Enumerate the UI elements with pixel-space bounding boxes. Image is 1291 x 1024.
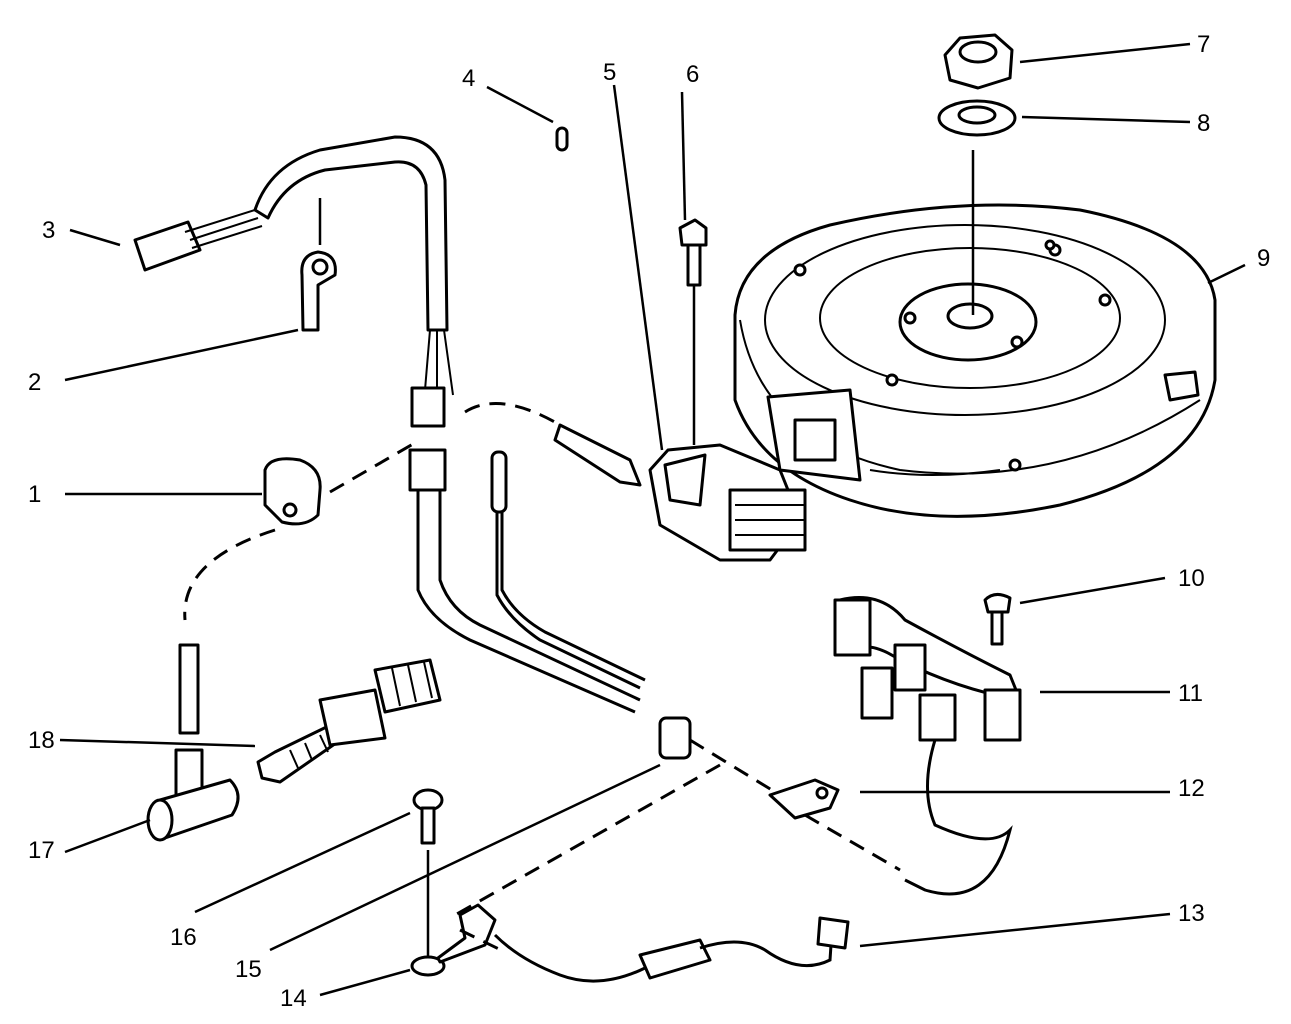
callout-14: 14 [280,985,307,1012]
leader-4 [486,85,554,124]
callout-8: 8 [1197,110,1210,137]
callout-11: 11 [1178,680,1203,707]
plug-connector-elbow [146,748,240,842]
flywheel [733,203,1217,518]
leader-16 [194,811,411,914]
leader-15 [269,763,661,952]
plug-wire-tube [178,643,200,735]
dash-line-ground [454,763,721,917]
callout-4: 4 [462,65,475,92]
callout-9: 9 [1257,245,1270,272]
leader-14 [319,968,411,997]
callout-6: 6 [686,61,699,88]
dash-line-kill [459,928,506,954]
leader-6 [680,91,687,221]
pin [555,126,569,152]
spark-plug [256,658,442,784]
leader-7 [1019,42,1191,64]
trigger-wires [408,448,646,714]
leader-18 [59,738,256,748]
callout-17: 17 [28,837,55,864]
ignition-coil [553,423,807,562]
trigger-stator [833,596,1022,896]
ground-terminal [410,903,497,977]
leader-17 [64,818,151,854]
callout-13: 13 [1178,900,1205,927]
leader-2 [64,328,299,382]
callout-10: 10 [1178,565,1205,592]
callout-5: 5 [603,59,616,86]
dash-line-coil [464,402,561,427]
callout-16: 16 [170,924,197,951]
wire-grommet [658,716,692,760]
coil-screw [678,218,708,287]
plug-boot-grommet [263,457,322,526]
terminal [768,778,840,820]
callout-3: 3 [42,217,55,244]
callout-7: 7 [1197,31,1210,58]
stator-screw [983,593,1012,646]
callout-2: 2 [28,369,41,396]
kill-lead [493,916,850,983]
flywheel-nut [943,33,1014,90]
leader-10 [1019,576,1166,605]
leader-9 [1207,263,1246,285]
dash-line-terminal [689,738,901,872]
wiring-harness [133,135,454,428]
dash-line-1 [329,438,421,494]
callout-15: 15 [235,956,262,983]
flywheel-washer [937,99,1017,137]
leader-13 [859,912,1171,948]
harness-clamp [300,250,337,332]
leader-8 [1021,115,1191,124]
callout-18: 18 [28,727,55,754]
leader-3 [69,228,121,247]
callout-12: 12 [1178,775,1205,802]
dash-line-plug [183,528,276,621]
ground-screw [412,788,444,845]
leader-5 [612,84,664,451]
callout-1: 1 [28,481,41,508]
